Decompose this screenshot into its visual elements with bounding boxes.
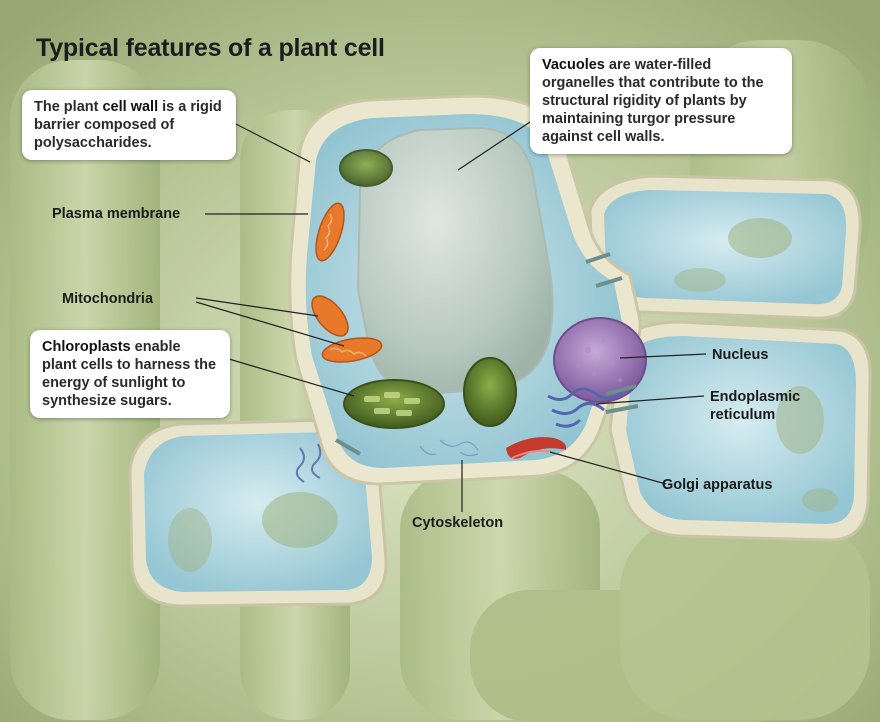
label-plasma-membrane: Plasma membrane xyxy=(52,206,181,222)
label-endoplasmic-reticulum-2: reticulum xyxy=(710,407,776,423)
callout-cell-wall-text-1: The plant xyxy=(34,99,103,115)
golgi-apparatus xyxy=(506,437,567,459)
diagram-title: Typical features of a plant cell xyxy=(36,34,385,62)
neighbor-cell-top-right xyxy=(588,174,862,320)
callout-vacuoles-bold: Vacuoles xyxy=(542,57,605,73)
label-nucleus: Nucleus xyxy=(712,347,769,363)
neighbor-cell-right xyxy=(608,320,872,542)
neighbor-cell-bottom-left xyxy=(128,418,388,608)
label-cytoskeleton: Cytoskeleton xyxy=(412,515,504,531)
callout-chloroplasts: Chloroplasts enable plant cells to harne… xyxy=(30,330,230,418)
label-golgi-apparatus: Golgi apparatus xyxy=(662,477,773,493)
callout-cell-wall: The plant cell wall is a rigid barrier c… xyxy=(22,90,236,160)
callout-vacuoles: Vacuoles are water-filled organelles tha… xyxy=(530,48,792,154)
cytoskeleton-strands xyxy=(419,439,479,457)
label-mitochondria: Mitochondria xyxy=(62,291,154,307)
callout-cell-wall-text-2: is a rigid barrier composed of polysacch… xyxy=(34,99,222,151)
main-plant-cell xyxy=(288,94,647,486)
callout-cell-wall-bold: cell wall xyxy=(102,99,159,115)
label-endoplasmic-reticulum-1: Endoplasmic xyxy=(710,389,801,405)
plasmodesmata xyxy=(334,252,639,456)
callout-vacuoles-text: are water-filled organelles that contrib… xyxy=(542,57,764,145)
callout-chloroplasts-bold: Chloroplasts xyxy=(42,339,131,355)
chloroplast-group xyxy=(339,149,517,429)
endoplasmic-reticulum xyxy=(547,387,624,428)
callout-chloroplasts-text: enable plant cells to harness the energy… xyxy=(42,339,217,409)
nucleus xyxy=(553,317,647,403)
